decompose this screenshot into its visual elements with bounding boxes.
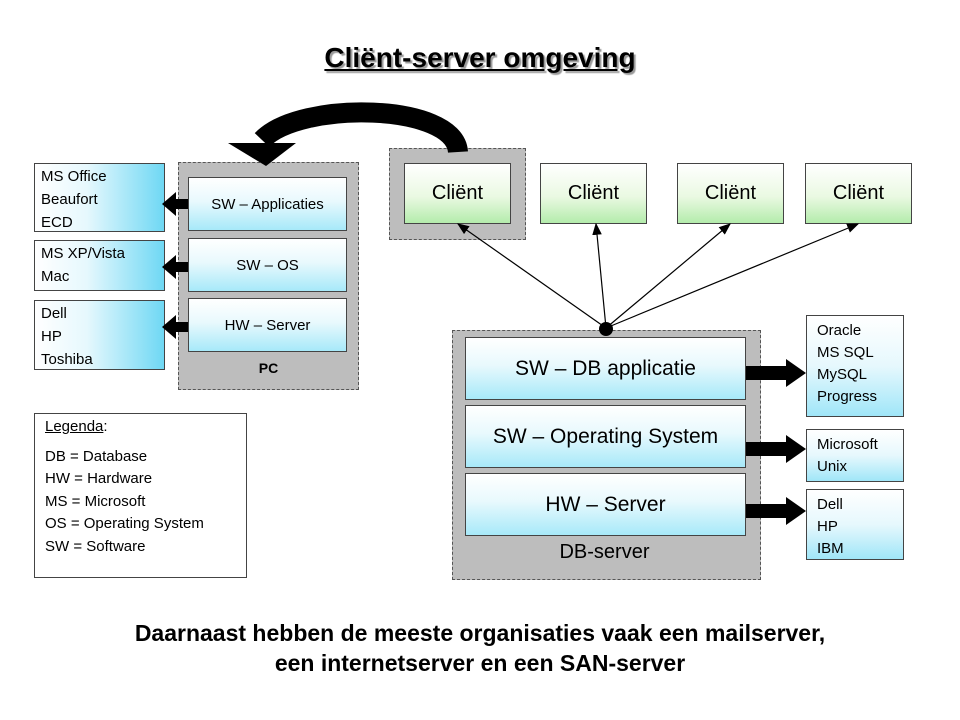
db-layer-operating-system: SW – Operating System xyxy=(465,405,746,468)
list-item: Dell xyxy=(41,305,67,322)
client-box-3: Cliënt xyxy=(677,163,784,224)
db-layer-hw-server: HW – Server xyxy=(465,473,746,536)
pc-layer-hw-server: HW – Server xyxy=(188,298,347,352)
pc-hw-box: Dell HP Toshiba xyxy=(34,300,165,370)
pc-block-arrows xyxy=(162,192,188,339)
client-box-1: Cliënt xyxy=(404,163,511,224)
list-item: Microsoft xyxy=(817,436,878,453)
pc-layer-os: SW – OS xyxy=(188,238,347,292)
list-item: ECD xyxy=(41,214,73,231)
legend-item: OS = Operating System xyxy=(45,515,204,532)
pc-apps-box: MS Office Beaufort ECD xyxy=(34,163,165,232)
legend-item: SW = Software xyxy=(45,537,146,555)
legend-heading: Legenda: xyxy=(45,418,108,435)
list-item: MySQL xyxy=(817,366,868,383)
bottom-note-line: een internetserver en een SAN-server xyxy=(274,650,686,676)
page-title: Cliënt-server omgeving xyxy=(324,42,636,73)
list-item: Unix xyxy=(817,458,848,475)
list-item: IBM xyxy=(817,540,844,557)
db-software-box: Oracle MS SQL MySQL Progress xyxy=(806,315,904,417)
list-item: HP xyxy=(817,518,838,535)
db-block-arrows xyxy=(746,359,806,525)
db-server-label: DB-server xyxy=(559,541,650,563)
legend-item: MS = Microsoft xyxy=(45,492,146,510)
list-item: MS SQL xyxy=(817,344,874,361)
legend-item: HW = Hardware xyxy=(45,470,153,487)
client-connection-lines xyxy=(457,222,860,329)
pc-os-box: MS XP/Vista Mac xyxy=(34,240,165,291)
client-box-2: Cliënt xyxy=(540,163,647,224)
curved-return-arrow xyxy=(228,102,468,166)
legend-box: Legenda: DB = Database HW = Hardware MS … xyxy=(34,413,247,578)
list-item: HP xyxy=(41,328,62,345)
db-layer-db-applicatie: SW – DB applicatie xyxy=(465,337,746,400)
list-item: Oracle xyxy=(817,322,862,339)
list-item: Progress xyxy=(817,388,878,405)
list-item: Beaufort xyxy=(41,191,98,208)
bottom-note: Daarnaast hebben de meeste organisaties … xyxy=(0,618,960,678)
db-os-box: Microsoft Unix xyxy=(806,429,904,482)
list-item: Mac xyxy=(41,268,70,285)
list-item: Dell xyxy=(817,496,843,513)
pc-layer-applicaties: SW – Applicaties xyxy=(188,177,347,231)
client-box-4: Cliënt xyxy=(805,163,912,224)
bottom-note-line: Daarnaast hebben de meeste organisaties … xyxy=(134,620,826,646)
db-hw-box: Dell HP IBM xyxy=(806,489,904,560)
list-item: Toshiba xyxy=(41,351,93,368)
pc-label: PC xyxy=(258,360,279,376)
list-item: MS Office xyxy=(41,168,107,185)
connection-hub xyxy=(599,322,613,336)
list-item: MS XP/Vista xyxy=(41,245,125,262)
legend-item: DB = Database xyxy=(45,447,148,465)
